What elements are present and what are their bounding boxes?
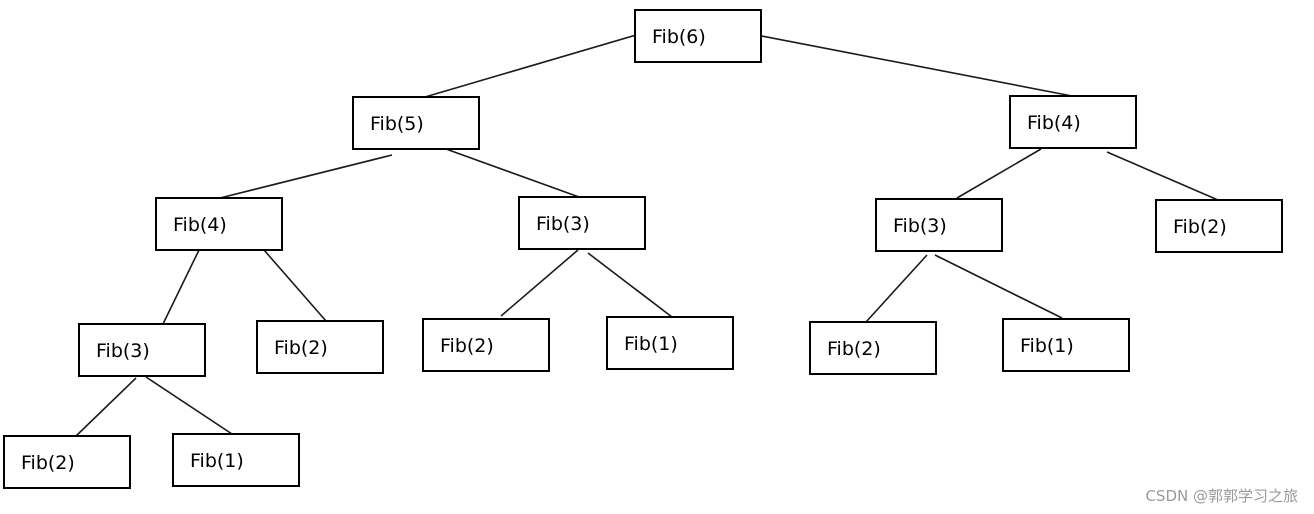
node-label: Fib(3)	[893, 215, 947, 237]
node-label: Fib(2)	[274, 337, 328, 359]
tree-node: Fib(3)	[518, 196, 646, 250]
tree-node: Fib(1)	[1002, 318, 1130, 372]
node-label: Fib(1)	[1020, 335, 1074, 357]
edge-n2-n5	[445, 148, 580, 198]
tree-node: Fib(2)	[1155, 199, 1283, 253]
edge-n6-n13	[934, 254, 1063, 319]
edge-n5-n10	[500, 249, 579, 317]
node-box	[1002, 318, 1130, 372]
edge-n3-n6	[956, 148, 1042, 199]
tree-node: Fib(5)	[352, 96, 480, 150]
tree-node: Fib(6)	[634, 9, 762, 63]
tree-node: Fib(2)	[422, 318, 550, 372]
node-label: Fib(5)	[370, 113, 424, 135]
node-label: Fib(6)	[652, 26, 706, 48]
edge-n4-n9	[263, 249, 327, 322]
tree-nodes: Fib(6) Fib(5) Fib(4) Fib(4) Fib(3) Fib(3) Fib(…	[3, 9, 1283, 489]
edge-n4-n8	[162, 249, 200, 325]
node-box	[809, 321, 937, 375]
node-box	[1009, 95, 1137, 149]
csdn-watermark: CSDN @郭郭学习之旅	[1145, 487, 1298, 505]
edge-n2-n4	[219, 154, 393, 199]
node-label: Fib(1)	[624, 333, 678, 355]
tree-node: Fib(3)	[78, 323, 206, 377]
node-box	[3, 435, 131, 489]
edge-n3-n7	[1106, 151, 1219, 201]
node-box	[78, 323, 206, 377]
node-box	[634, 9, 762, 63]
edge-n5-n11	[587, 252, 673, 318]
tree-node: Fib(2)	[3, 435, 131, 489]
edge-n8-n15	[145, 376, 233, 435]
node-box	[518, 196, 646, 250]
node-label: Fib(2)	[440, 335, 494, 357]
tree-node: Fib(4)	[1009, 95, 1137, 149]
edge-n1-n2	[424, 34, 637, 98]
node-label: Fib(3)	[96, 340, 150, 362]
node-box	[256, 320, 384, 374]
node-label: Fib(4)	[173, 214, 227, 236]
node-box	[1155, 199, 1283, 253]
node-box	[155, 197, 283, 251]
node-label: Fib(2)	[21, 452, 75, 474]
tree-node: Fib(1)	[606, 316, 734, 370]
tree-node: Fib(4)	[155, 197, 283, 251]
node-box	[422, 318, 550, 372]
edge-n1-n3	[761, 35, 1073, 97]
node-label: Fib(2)	[1173, 216, 1227, 238]
node-label: Fib(2)	[827, 338, 881, 360]
node-label: Fib(4)	[1027, 112, 1081, 134]
edge-n6-n12	[865, 254, 928, 323]
tree-node: Fib(2)	[256, 320, 384, 374]
node-label: Fib(1)	[190, 450, 244, 472]
node-box	[606, 316, 734, 370]
node-box	[875, 198, 1003, 252]
node-box	[352, 96, 480, 150]
tree-node: Fib(1)	[172, 433, 300, 487]
tree-node: Fib(2)	[809, 321, 937, 375]
node-box	[172, 433, 300, 487]
edge-n8-n14	[75, 377, 137, 437]
node-label: Fib(3)	[536, 213, 590, 235]
tree-node: Fib(3)	[875, 198, 1003, 252]
tree-edges	[75, 34, 1219, 437]
